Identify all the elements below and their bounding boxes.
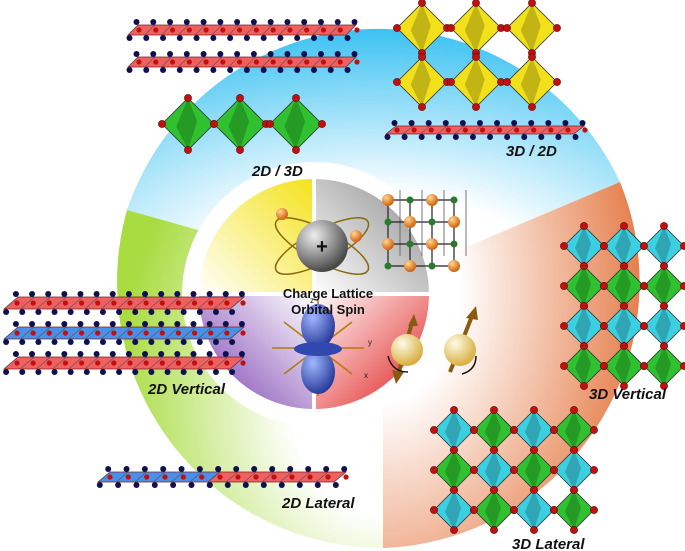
label-3d-vertical: 3D Vertical — [589, 386, 667, 403]
sheet-vertical-blue — [2, 321, 246, 345]
label-3d-2d: 3D / 2D — [506, 143, 557, 160]
spin-icon — [387, 306, 478, 384]
lattice-icon — [382, 190, 467, 272]
octahedron-yellow-4 — [447, 53, 505, 111]
octahedron-yellow-0 — [393, 0, 451, 57]
structures — [2, 0, 685, 534]
sheet-3d2d — [384, 120, 588, 140]
label-3d-lateral: 3D Lateral — [512, 536, 585, 551]
octahedron-green-top-0 — [158, 94, 218, 154]
octahedron-vertical-3-1 — [600, 342, 648, 390]
sheet-2d3d-middle — [126, 51, 360, 73]
octahedron-green-top-1 — [210, 94, 270, 154]
octahedron-green-top-2 — [266, 94, 326, 154]
label-2d-lateral: 2D Lateral — [281, 495, 355, 512]
axis-x-label: x — [364, 371, 368, 380]
sheet-vertical-red-bottom — [2, 351, 246, 375]
center-circle: + z y x — [197, 177, 478, 411]
axis-y-label: y — [368, 338, 372, 347]
quadrant-spin — [314, 294, 430, 410]
axis-z-label: z — [310, 296, 314, 305]
sheet-vertical-red-top — [2, 291, 246, 315]
octahedron-yellow-2 — [503, 0, 561, 57]
octahedron-lateral-2-3 — [550, 486, 598, 534]
sheet-lateral-red — [206, 466, 349, 488]
label-2d-3d: 2D / 3D — [251, 163, 303, 180]
label-2d-vertical: 2D Vertical — [147, 381, 226, 398]
octahedron-lateral-1-3 — [550, 446, 598, 494]
octahedron-yellow-3 — [393, 53, 451, 111]
quadrant-charge — [198, 178, 314, 294]
octahedron-vertical-3-2 — [640, 342, 685, 390]
octahedron-vertical-0-0 — [560, 222, 608, 270]
center-label-charge-lattice: Charge Lattice — [283, 286, 373, 301]
octahedron-lateral-0-2 — [510, 406, 558, 454]
orbital-icon: z y x — [272, 296, 372, 396]
octahedron-vertical-1-1 — [600, 262, 648, 310]
octahedron-lateral-2-1 — [470, 486, 518, 534]
octahedron-vertical-1-2 — [640, 262, 685, 310]
sheet-2d3d-top — [126, 19, 360, 41]
center-label-orbital-spin: Orbital Spin — [291, 302, 365, 317]
octahedron-lateral-0-3 — [550, 406, 598, 454]
charge-plus: + — [316, 236, 328, 258]
octahedron-yellow-1 — [447, 0, 505, 57]
octahedron-yellow-5 — [503, 53, 561, 111]
quadrant-lattice — [314, 178, 430, 294]
atom-icon: + — [274, 208, 370, 275]
octahedron-vertical-2-2 — [640, 302, 685, 350]
